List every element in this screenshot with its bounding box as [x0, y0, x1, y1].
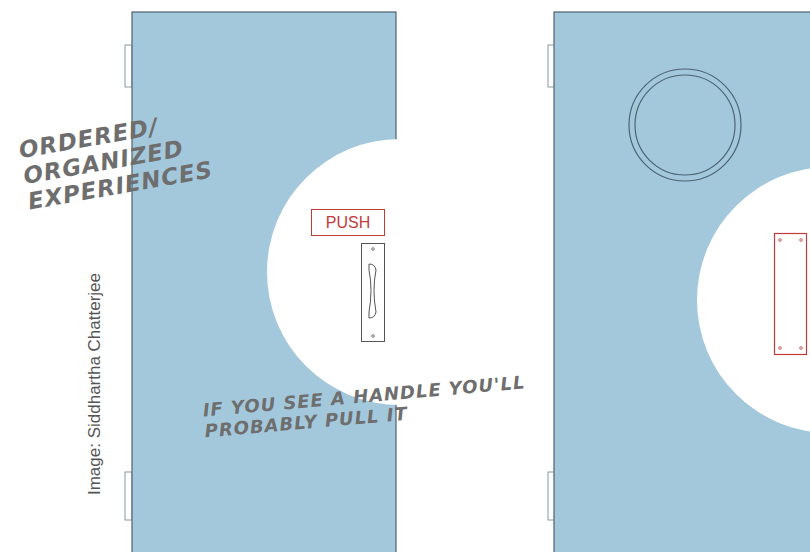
screw [779, 347, 782, 350]
screw [372, 335, 375, 338]
push-plate [775, 234, 807, 355]
image-credit: Image: Siddhartha Chatterjee [85, 239, 105, 529]
screw [800, 239, 803, 242]
door-window [629, 69, 741, 181]
hinge [125, 472, 132, 520]
screw [800, 347, 803, 350]
handle-plate [362, 244, 385, 342]
push-sign: PUSH [311, 209, 385, 236]
screw [779, 239, 782, 242]
zoom-circle [267, 139, 533, 405]
hinge [125, 45, 132, 87]
zoom-circle [697, 167, 810, 433]
screw [372, 248, 375, 251]
node-text: PUSH [326, 214, 370, 232]
door-window [635, 75, 735, 175]
pull-handle [369, 264, 376, 318]
